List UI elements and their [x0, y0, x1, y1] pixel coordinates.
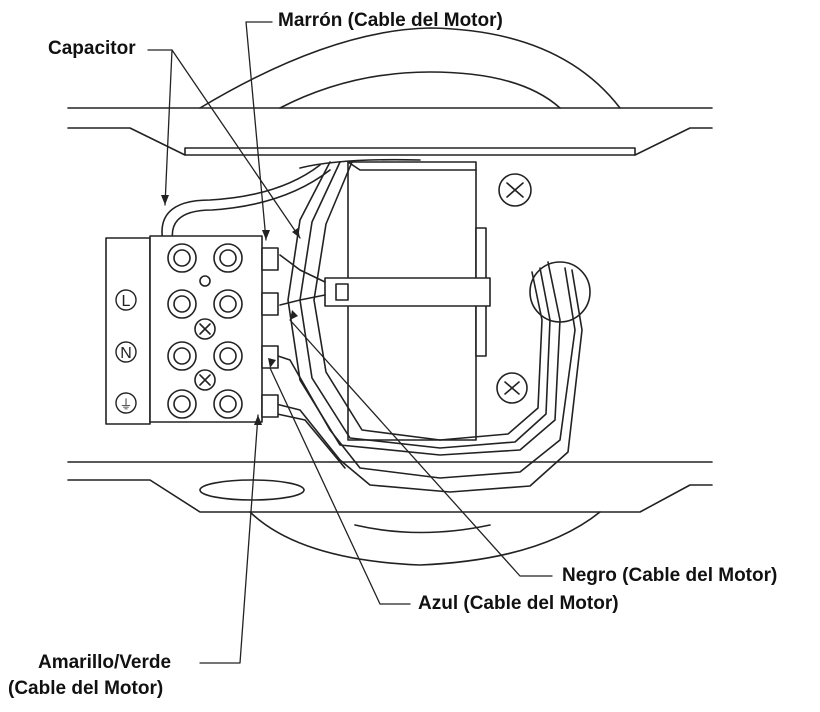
top-bracket-plate [67, 107, 713, 156]
capacitor-body [324, 161, 491, 441]
leader-brown [245, 21, 273, 241]
motor-housing-bottom-arc [249, 511, 601, 566]
earth-symbol: ⏚ [115, 392, 137, 414]
label-brown-wire: Marrón (Cable del Motor) [278, 10, 503, 31]
live-symbol: L [115, 289, 137, 311]
arrow-heads [161, 195, 300, 425]
leader-black [289, 319, 553, 577]
leader-lines [147, 21, 553, 664]
motor-housing-top-arc [199, 27, 621, 109]
label-yellow-green-wire-sub: (Cable del Motor) [8, 678, 164, 699]
terminal-symbols: L N ⏚ [115, 289, 137, 414]
wire-bundle [259, 161, 583, 493]
leader-capacitor [147, 49, 173, 206]
screw-right [496, 372, 528, 404]
live-symbol-text: L [122, 293, 131, 310]
capacitor-lead [161, 164, 321, 251]
terminal-block [105, 235, 279, 425]
leader-blue [269, 367, 411, 605]
terminal-screws [167, 243, 243, 419]
label-capacitor: Capacitor [48, 38, 136, 59]
cable-grommet [529, 261, 591, 323]
terminal-fixing-screws [194, 318, 216, 391]
label-black-wire: Negro (Cable del Motor) [562, 565, 778, 586]
motor-housing-inner-arc [279, 71, 561, 109]
neutral-symbol-text: N [120, 345, 132, 362]
leader-yellow-green [199, 414, 259, 664]
label-yellow-green-wire: Amarillo/Verde [38, 652, 172, 673]
earth-symbol-text: ⏚ [119, 398, 132, 413]
screw-top-right [498, 173, 532, 207]
label-blue-wire: Azul (Cable del Motor) [418, 593, 619, 614]
neutral-symbol: N [115, 341, 137, 363]
